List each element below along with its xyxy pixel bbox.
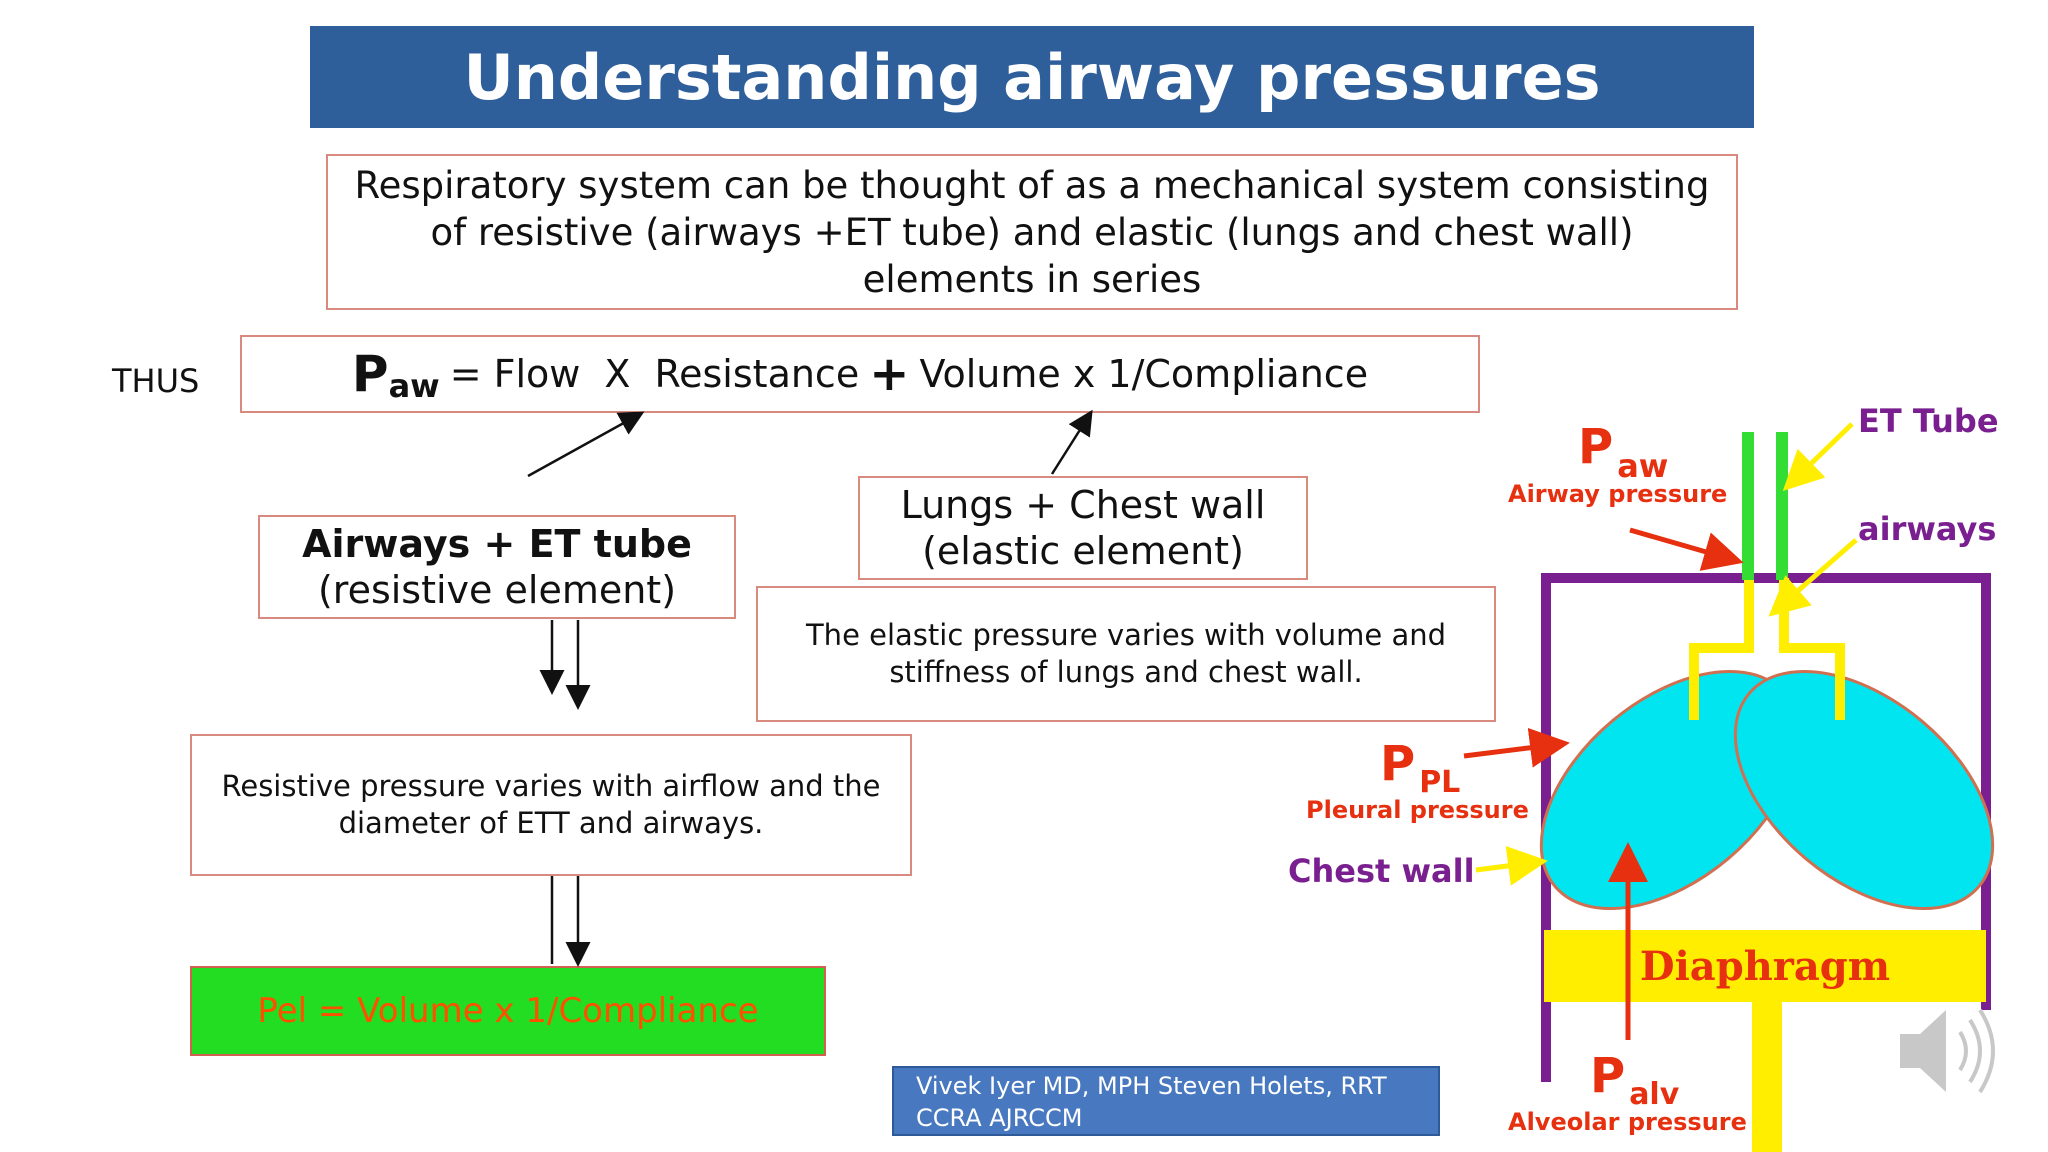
arrow-airway-pressure: [1629, 527, 1744, 571]
arrow-chest-wall: [1475, 846, 1548, 886]
equation-resistance: Resistance: [654, 352, 860, 396]
equation-flow: = Flow: [449, 352, 581, 396]
arrow-airways-to-resistance: [527, 411, 645, 478]
arrow-pleural-pressure: [1463, 727, 1570, 768]
slide-title: Understanding airway pressures: [310, 26, 1754, 128]
lungs-chest-wall-box: Lungs + Chest wall (elastic element): [858, 476, 1308, 580]
airways-et-tube-box: Airways + ET tube (resistive element): [258, 515, 736, 619]
diaphragm-label: Diaphragm: [1640, 943, 1890, 990]
speaker-icon[interactable]: [1900, 1008, 1995, 1094]
diaphragm-bar: [1544, 930, 1986, 1002]
ppl-p: P: [1380, 736, 1415, 792]
airways-box-subtitle: (resistive element): [317, 568, 677, 612]
diaphragm-stem: [1752, 1002, 1782, 1152]
resistive-pressure-box: Resistive pressure varies with airflow a…: [190, 734, 912, 876]
lungs-box-title: Lungs + Chest wall: [900, 483, 1266, 527]
palv-sub: alv: [1629, 1077, 1680, 1112]
equation-times: X: [604, 352, 631, 396]
lungs-box-subtitle: (elastic element): [922, 529, 1244, 573]
equation-plus: +: [869, 346, 910, 402]
right-lung: [1733, 669, 1995, 911]
paw-p: P: [1578, 419, 1613, 475]
intro-text-box: Respiratory system can be thought of as …: [326, 154, 1738, 310]
arrow-et-tube: [1782, 422, 1854, 491]
paw-sub: aw: [1617, 447, 1668, 485]
equation-volume-compliance: Volume x 1/Compliance: [919, 352, 1369, 396]
paw-desc: Airway pressure: [1508, 480, 1727, 508]
equation-p: P: [351, 345, 389, 403]
thus-label: THUS: [112, 362, 200, 400]
ppl-sub: PL: [1419, 765, 1460, 800]
arrow-airways: [1768, 538, 1858, 617]
airways-label: airways: [1858, 510, 1996, 548]
pel-formula-box: Pel = Volume x 1/Compliance: [190, 966, 826, 1056]
ppl-desc: Pleural pressure: [1306, 796, 1529, 824]
arrow-lungs-to-compliance: [1050, 409, 1093, 475]
palv-desc: Alveolar pressure: [1508, 1108, 1747, 1136]
airways-box-title: Airways + ET tube: [302, 522, 692, 566]
author-credit-box: Vivek Iyer MD, MPH Steven Holets, RRT CC…: [892, 1066, 1440, 1136]
palv-p: P: [1590, 1048, 1625, 1104]
elastic-pressure-box: The elastic pressure varies with volume …: [756, 586, 1496, 722]
chest-wall-label: Chest wall: [1288, 852, 1475, 890]
et-tube-label: ET Tube: [1858, 402, 1999, 440]
equation-subscript: aw: [388, 367, 440, 405]
